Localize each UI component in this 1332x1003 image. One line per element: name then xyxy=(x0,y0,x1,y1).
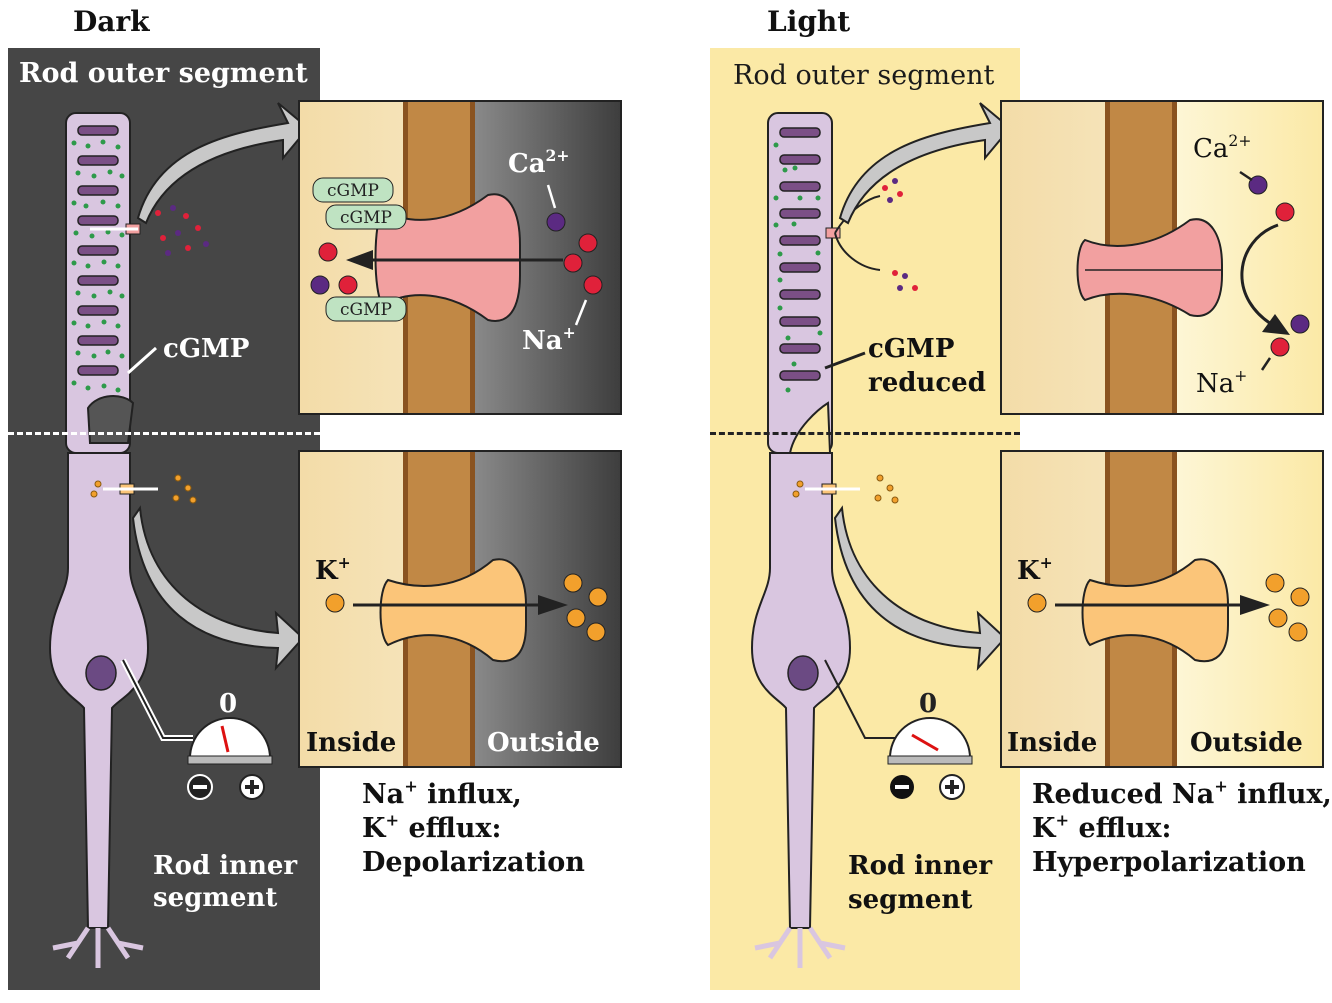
dark-meter-needle xyxy=(220,725,230,753)
dark-cgmp-tag: cGMP xyxy=(340,208,392,228)
dark-na-label: Na+ xyxy=(522,323,576,356)
dark-k-label: K+ xyxy=(315,553,351,586)
light-mini-channel xyxy=(825,227,841,239)
dark-inner-segment-label-1: Rod inner xyxy=(153,851,298,881)
light-k-channel-inset xyxy=(1000,450,1324,768)
light-inner-segment-label-1: Rod inner xyxy=(848,851,993,881)
dark-caption: Na+ influx, K+ efflux: Depolarization xyxy=(362,776,585,878)
light-inner-segment-label-2: segment xyxy=(848,885,973,915)
light-cgmp-dots xyxy=(773,142,823,393)
light-outside-label: Outside xyxy=(1190,728,1303,758)
light-disc-stack xyxy=(779,127,821,381)
light-cgmp-label-2: reduced xyxy=(868,368,986,398)
dark-zoom-arrow-bottom xyxy=(131,505,305,671)
light-mini-ions xyxy=(882,178,918,291)
dark-cgmp-pointer xyxy=(127,346,157,375)
dark-cgmp-tag: cGMP xyxy=(340,300,392,320)
light-na-label: Na+ xyxy=(1196,367,1248,399)
light-blocked-flow-arrow xyxy=(1240,223,1279,330)
light-cgmp-gated-channel-closed xyxy=(1076,218,1223,317)
dark-synaptic-terminal xyxy=(52,926,144,968)
light-outer-segment-label: Rod outer segment xyxy=(733,60,995,91)
light-inside-label: Inside xyxy=(1007,728,1098,758)
light-ca-label: Ca2+ xyxy=(1193,132,1252,164)
dark-k-channel-inset xyxy=(298,450,622,768)
dark-inner-segment-label-2: segment xyxy=(153,883,278,913)
light-zoom-arrow-top xyxy=(838,102,1012,225)
light-mini-curve-arrow xyxy=(834,232,881,271)
light-connecting-cilium xyxy=(788,401,832,454)
light-cgmp-channel-inset xyxy=(1000,100,1324,415)
light-synaptic-terminal xyxy=(754,926,846,968)
dark-mini-ions xyxy=(155,205,209,256)
dark-cgmp-channel-inset: cGMP cGMP cGMP xyxy=(298,100,622,415)
dark-background-panel xyxy=(8,48,320,990)
light-meter-needle xyxy=(911,733,939,752)
dark-segment-divider xyxy=(8,432,320,435)
light-voltmeter: 0 xyxy=(887,690,973,800)
dark-cgmp-gated-channel xyxy=(374,193,521,322)
dark-k-ions-outside xyxy=(563,573,608,642)
dark-disc-stack xyxy=(77,125,119,376)
dark-rod-cell xyxy=(48,102,310,968)
dark-title: Dark xyxy=(73,5,150,38)
light-electrode-wire xyxy=(824,659,895,739)
light-title: Light xyxy=(767,5,851,38)
light-nucleus xyxy=(787,655,819,691)
dark-ca-label: Ca2+ xyxy=(508,146,570,179)
dark-cgmp-dots xyxy=(71,139,125,393)
light-rod-cell xyxy=(750,102,1012,968)
dark-k-ion-inside xyxy=(325,593,345,613)
dark-mini-k-ions xyxy=(90,474,197,504)
dark-outer-segment-label: Rod outer segment xyxy=(19,58,308,89)
light-cgmp-label-1: cGMP xyxy=(868,334,955,364)
light-ca-ion xyxy=(1248,175,1268,195)
dark-meter-zero-label: 0 xyxy=(219,690,237,719)
light-cgmp-pointer xyxy=(824,351,866,370)
dark-inside-label: Inside xyxy=(306,728,397,758)
dark-connecting-cilium xyxy=(86,395,135,444)
dark-inside-ions xyxy=(310,242,358,295)
light-zoom-arrow-bottom xyxy=(833,505,1007,671)
light-k-label: K+ xyxy=(1017,553,1053,586)
light-na-ion xyxy=(1275,202,1295,222)
dark-outside-ions xyxy=(546,212,603,295)
light-k-ion-inside xyxy=(1027,593,1047,613)
light-mini-k-ions xyxy=(792,474,899,504)
dark-nucleus xyxy=(85,655,117,691)
light-k-ions-outside xyxy=(1265,573,1310,642)
dark-voltmeter: 0 xyxy=(187,690,273,800)
light-k-channel xyxy=(1081,558,1229,663)
dark-outside-label: Outside xyxy=(487,728,600,758)
dark-cgmp-tags: cGMP cGMP cGMP xyxy=(312,177,407,322)
dark-cgmp-tag: cGMP xyxy=(327,181,379,201)
light-background-panel xyxy=(710,48,1020,990)
dark-zoom-arrow-top xyxy=(136,102,310,225)
light-segment-divider xyxy=(710,432,1020,435)
dark-cgmp-label: cGMP xyxy=(163,334,250,364)
light-caption: Reduced Na+ influx, K+ efflux: Hyperpola… xyxy=(1032,776,1332,878)
dark-k-channel xyxy=(379,558,527,663)
light-meter-zero-label: 0 xyxy=(919,690,937,719)
